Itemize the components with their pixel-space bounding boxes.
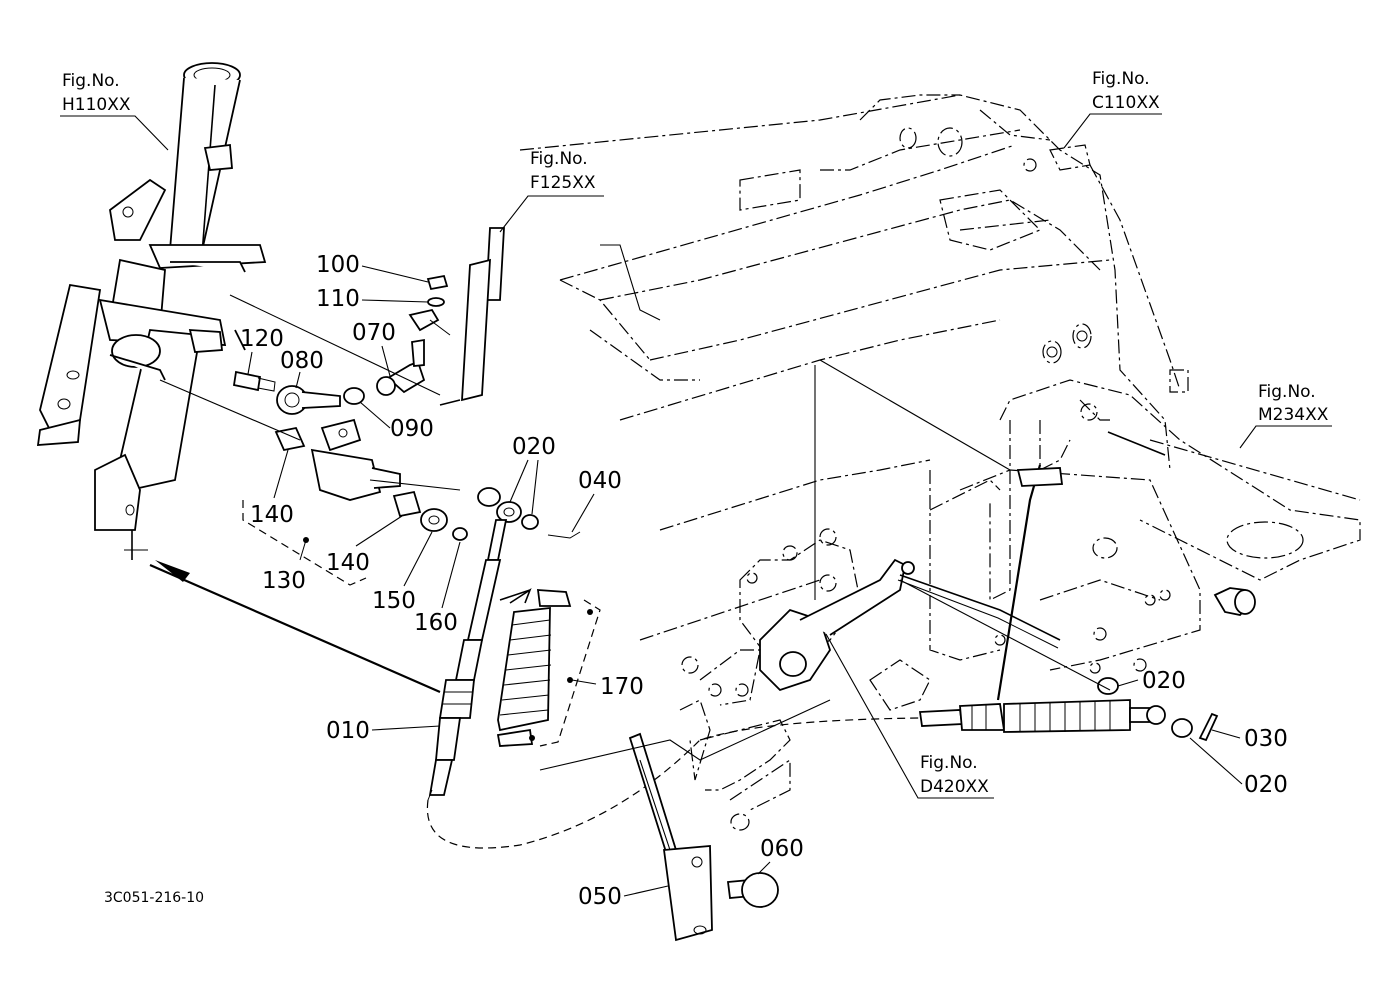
- part-080: 080: [280, 348, 324, 374]
- part-140-left: 140: [250, 502, 294, 528]
- part-130: 130: [262, 568, 306, 594]
- part-070: 070: [352, 320, 396, 346]
- part-110: 110: [316, 286, 360, 312]
- fig-ref-h110: Fig.No. H110XX: [60, 71, 169, 151]
- fig-ref-f125: Fig.No. F125XX: [499, 149, 604, 233]
- part-150: 150: [372, 588, 416, 614]
- fig-ref-m234-prefix: Fig.No.: [1258, 382, 1316, 402]
- shift-arm-assembly: [679, 528, 1061, 831]
- fig-ref-d420: Fig.No. D420XX: [825, 633, 994, 799]
- part-100: 100: [316, 252, 360, 278]
- frame-housing: [519, 94, 1201, 674]
- part-050: 050: [578, 884, 622, 910]
- cable-boot: [496, 587, 601, 747]
- fig-ref-f125-prefix: Fig.No.: [530, 149, 588, 169]
- small-parts: [232, 274, 468, 586]
- part-140-right: 140: [326, 550, 370, 576]
- fig-ref-d420-code: D420XX: [920, 777, 989, 797]
- fig-ref-d420-prefix: Fig.No.: [920, 753, 978, 773]
- part-030: 030: [1244, 726, 1288, 752]
- fig-ref-c110: Fig.No. C110XX: [1063, 69, 1162, 149]
- fig-ref-c110-prefix: Fig.No.: [1092, 69, 1150, 89]
- fig-ref-h110-prefix: Fig.No.: [62, 71, 120, 91]
- fig-ref-m234-code: M234XX: [1258, 405, 1329, 425]
- part-020-lower: 020: [1244, 772, 1288, 798]
- control-rod: [408, 227, 505, 406]
- fig-ref-c110-code: C110XX: [1092, 93, 1160, 113]
- part-020-right: 020: [1142, 668, 1186, 694]
- shift-cable: [426, 464, 1219, 849]
- part-060: 060: [760, 836, 804, 862]
- part-010: 010: [326, 718, 370, 744]
- steering-column: [36, 62, 267, 560]
- fig-ref-h110-code: H110XX: [62, 95, 131, 115]
- part-040: 040: [578, 468, 622, 494]
- part-090: 090: [390, 416, 434, 442]
- fig-ref-f125-code: F125XX: [530, 173, 596, 193]
- part-170: 170: [600, 674, 644, 700]
- drawing-code: 3C051-216-10: [104, 890, 204, 906]
- shift-lever: [628, 732, 779, 942]
- mount-plate: [989, 379, 1361, 616]
- fig-ref-m234: Fig.No. M234XX: [1239, 382, 1332, 449]
- part-020-upper: 020: [512, 434, 556, 460]
- guide-lines: [149, 244, 1111, 851]
- part-120: 120: [240, 326, 284, 352]
- part-callouts: 100 110 120 070 080 090 020 040 140 140 …: [240, 252, 1288, 910]
- part-160: 160: [414, 610, 458, 636]
